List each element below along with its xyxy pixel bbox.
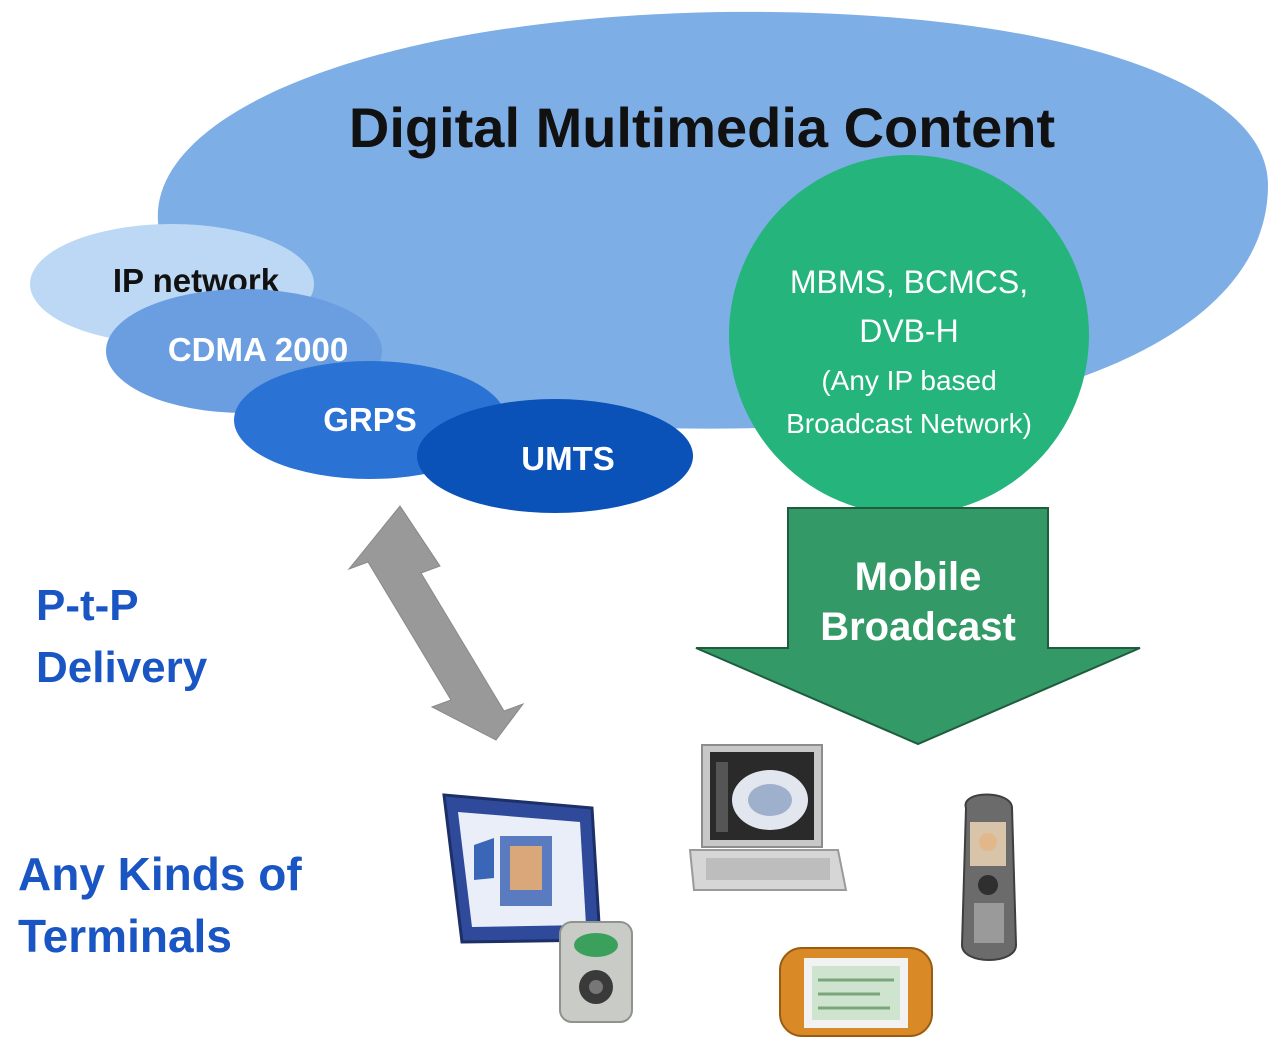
ptp-double-arrow xyxy=(347,505,525,741)
broadcast-network-line1: MBMS, BCMCS, xyxy=(790,264,1028,300)
broadcast-network-circle xyxy=(729,155,1089,515)
ptp-delivery-line2: Delivery xyxy=(36,643,208,692)
mobile-broadcast-line1: Mobile xyxy=(855,555,982,599)
terminals-line1: Any Kinds of xyxy=(18,848,302,900)
media-player-icon xyxy=(559,921,633,1023)
umts-label: UMTS xyxy=(521,440,615,477)
ptp-delivery-line1: P-t-P xyxy=(36,581,139,630)
mobile-broadcast-line2: Broadcast xyxy=(820,605,1016,649)
grps-label: GRPS xyxy=(323,401,417,438)
terminals-line2: Terminals xyxy=(18,910,232,962)
mobile-broadcast-arrow xyxy=(695,507,1141,746)
umts-ellipse xyxy=(417,399,693,513)
broadcast-network-line2: DVB-H xyxy=(859,313,959,349)
mobile-phone-icon xyxy=(960,793,1018,961)
broadcast-network-line3: (Any IP based xyxy=(821,365,996,396)
broadcast-network-line4: Broadcast Network) xyxy=(786,408,1032,439)
tablet-device-icon xyxy=(442,793,602,944)
laptop-icon xyxy=(688,744,848,891)
handheld-console-icon xyxy=(779,947,933,1037)
cdma-label: CDMA 2000 xyxy=(168,331,348,368)
page-title: Digital Multimedia Content xyxy=(349,96,1055,159)
